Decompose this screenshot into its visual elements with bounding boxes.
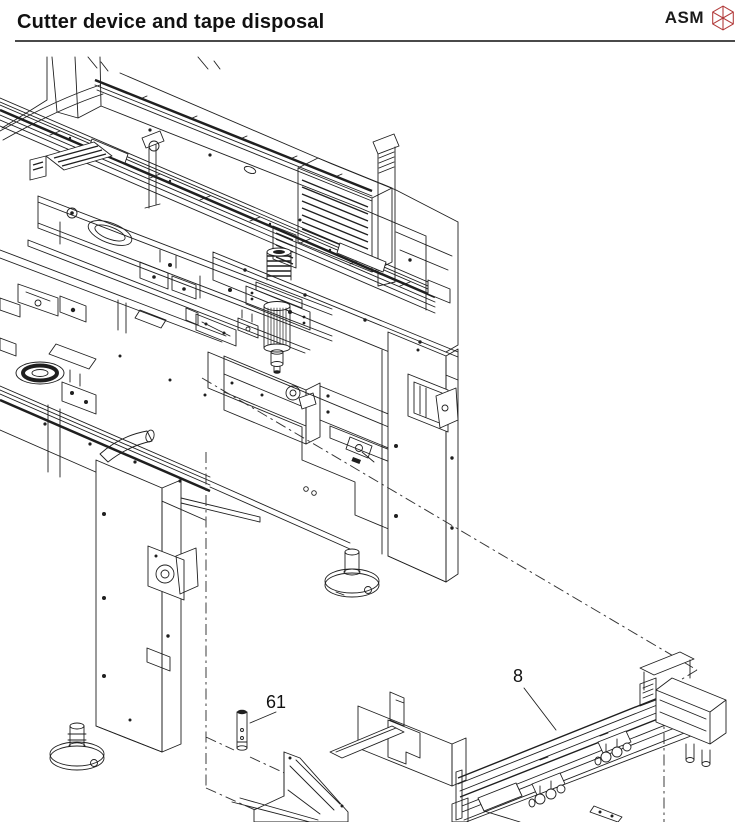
disposal-bracket [231, 691, 467, 822]
callout-61-leader [249, 711, 277, 724]
cutter-mount-beam [212, 251, 459, 381]
callout-61-label: 61 [266, 692, 286, 712]
callout-8: 8 [513, 666, 557, 731]
brand-logo: ASM [665, 5, 736, 31]
machine-top-cover [0, 56, 459, 353]
brand-logo-text: ASM [664, 8, 704, 27]
main-gantry-rail [0, 97, 451, 314]
pin-part-61 [236, 709, 248, 751]
title-rule [15, 40, 735, 42]
front-cover-panel [180, 349, 421, 555]
upper-gantry-rail [94, 78, 373, 202]
callout-8-label: 8 [513, 666, 523, 686]
callout-61: 61 [249, 692, 286, 724]
left-side-fittings [0, 130, 197, 357]
right-leg [324, 331, 459, 598]
phantom-lines [201, 377, 698, 822]
right-end-post [372, 133, 400, 287]
left-leg [49, 459, 199, 771]
cutter-cylinder [185, 247, 303, 374]
tape-chute [223, 355, 436, 479]
asm-polyhedron-icon [712, 5, 734, 31]
oval-slot-beam [27, 195, 333, 354]
rail-motor-box [639, 651, 727, 767]
page-title: Cutter device and tape disposal [17, 11, 325, 33]
tape-disposal-rail [451, 685, 705, 822]
callout-8-leader [523, 687, 557, 731]
